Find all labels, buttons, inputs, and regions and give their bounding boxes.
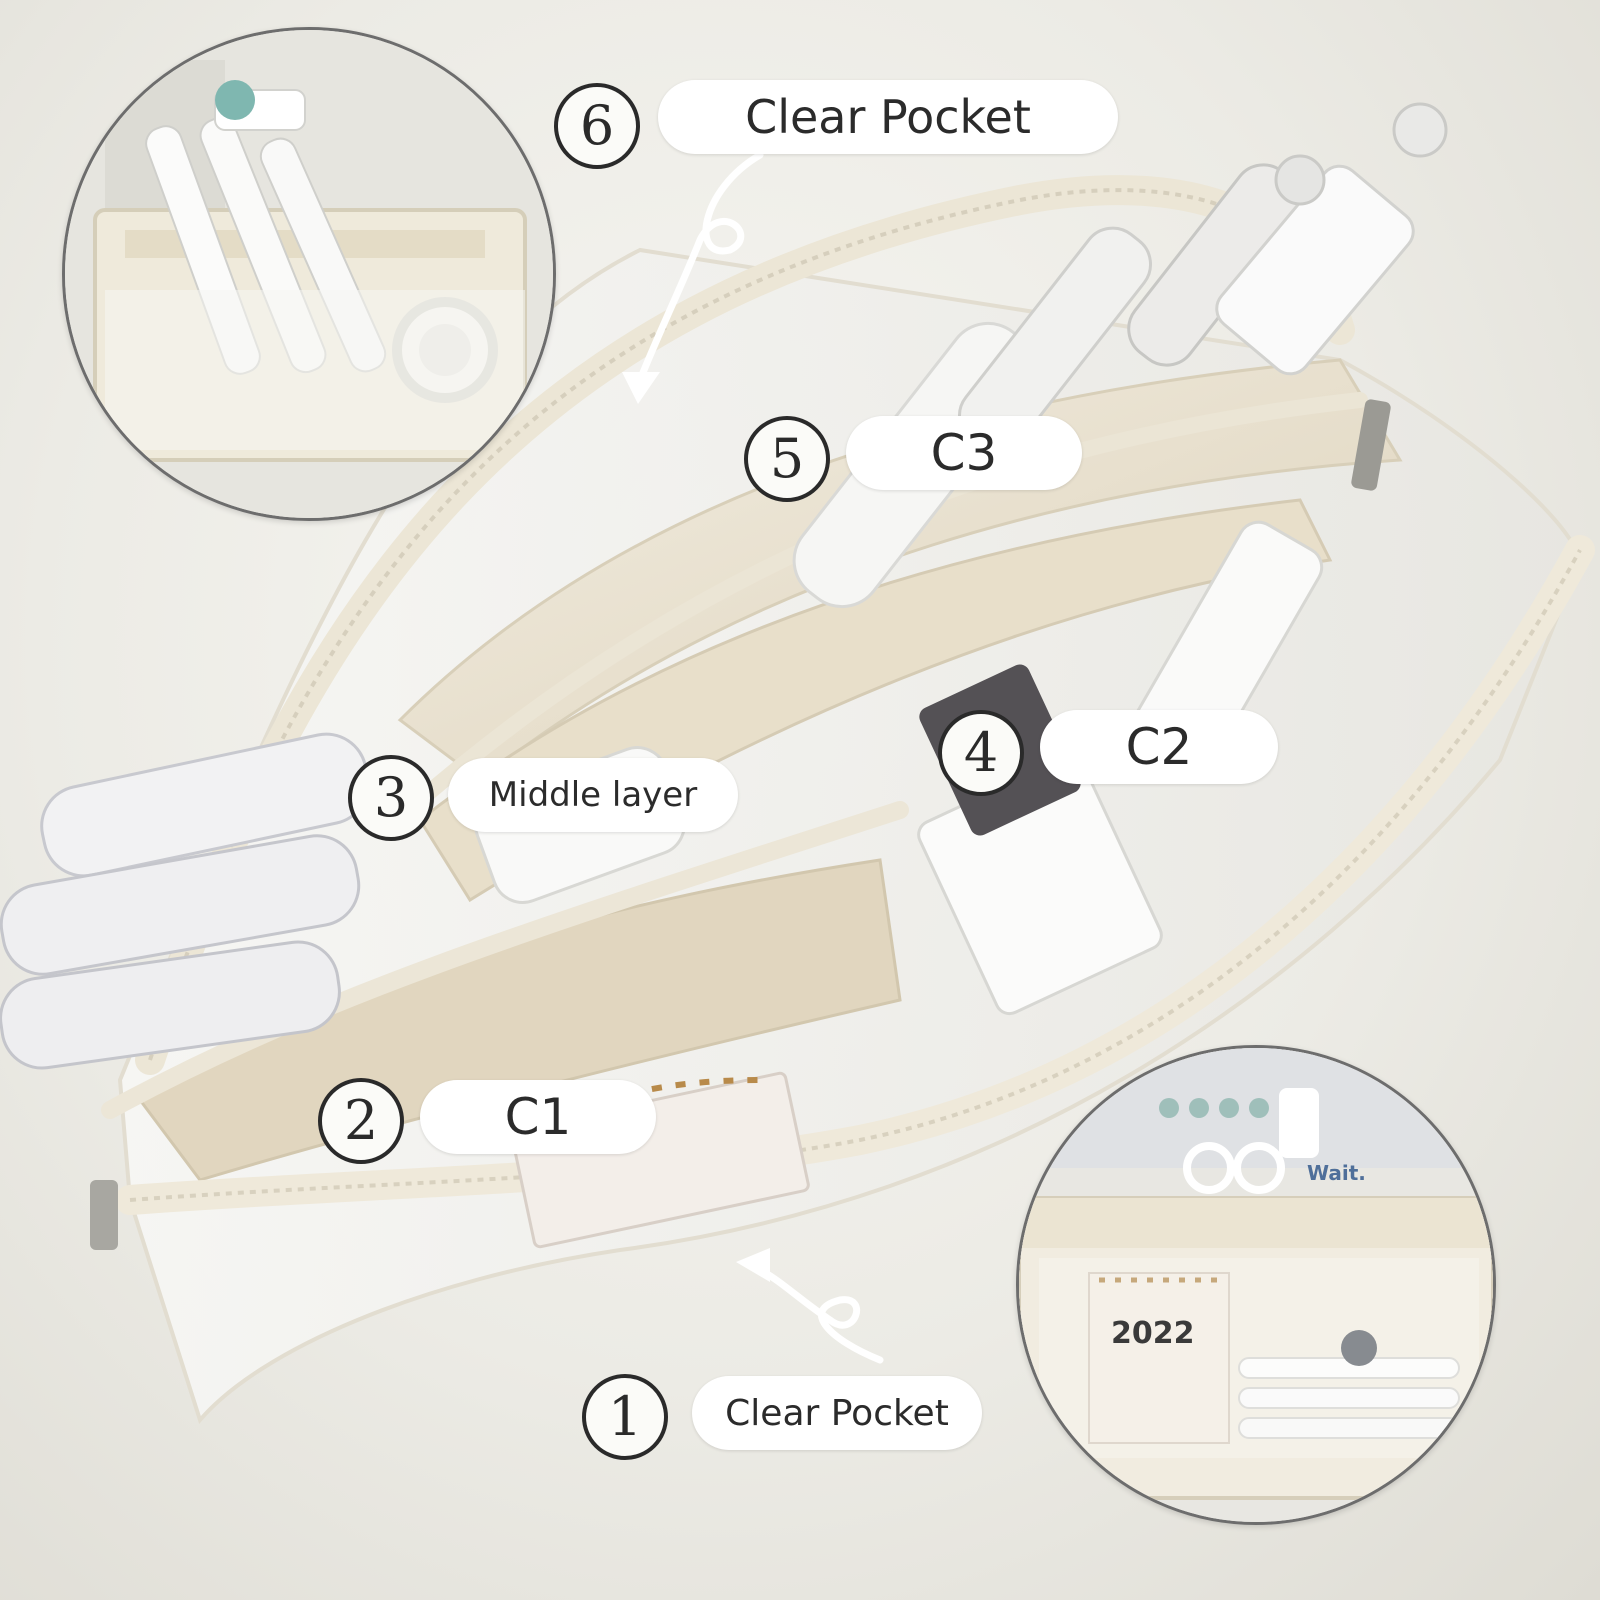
callout-label-c1: C1 [420,1080,656,1154]
callout-label-middle-layer: Middle layer [448,758,738,832]
tape-rolls-icon [1159,1098,1269,1118]
callout-label-c3: C3 [846,416,1082,490]
callout-number-6: 6 [554,83,640,169]
callout-label-c2: C2 [1040,710,1278,784]
callout-label-clear-pocket-front: Clear Pocket [692,1376,982,1450]
arrowhead-icon [736,1248,770,1282]
inset-photo-top-left [62,27,556,521]
callout-label-clear-pocket-back: Clear Pocket [658,80,1118,154]
arrow-to-clear-pocket-back [636,151,764,384]
scissors-icon [1183,1142,1285,1194]
pens-left-group [0,732,370,1070]
zipper-pull-icon [1351,399,1391,491]
pens-top-group [792,102,1448,609]
callout-number-1: 1 [582,1374,668,1460]
arrowhead-icon [622,372,660,404]
zipper-middle-layer [101,801,909,1119]
callout-number-2: 2 [318,1078,404,1164]
callout-number-4: 4 [938,710,1024,796]
compartment-c2 [418,498,1333,903]
inset-photo-bottom-right: Wait. 2022 [1016,1045,1496,1525]
arrow-to-clear-pocket-front [756,1266,884,1364]
callout-number-5: 5 [744,416,830,502]
callout-number-3: 3 [348,755,434,841]
sticker-text: Wait. [1307,1161,1366,1185]
calendar-year: 2022 [1111,1316,1195,1351]
zipper-pull-icon [90,1180,118,1250]
